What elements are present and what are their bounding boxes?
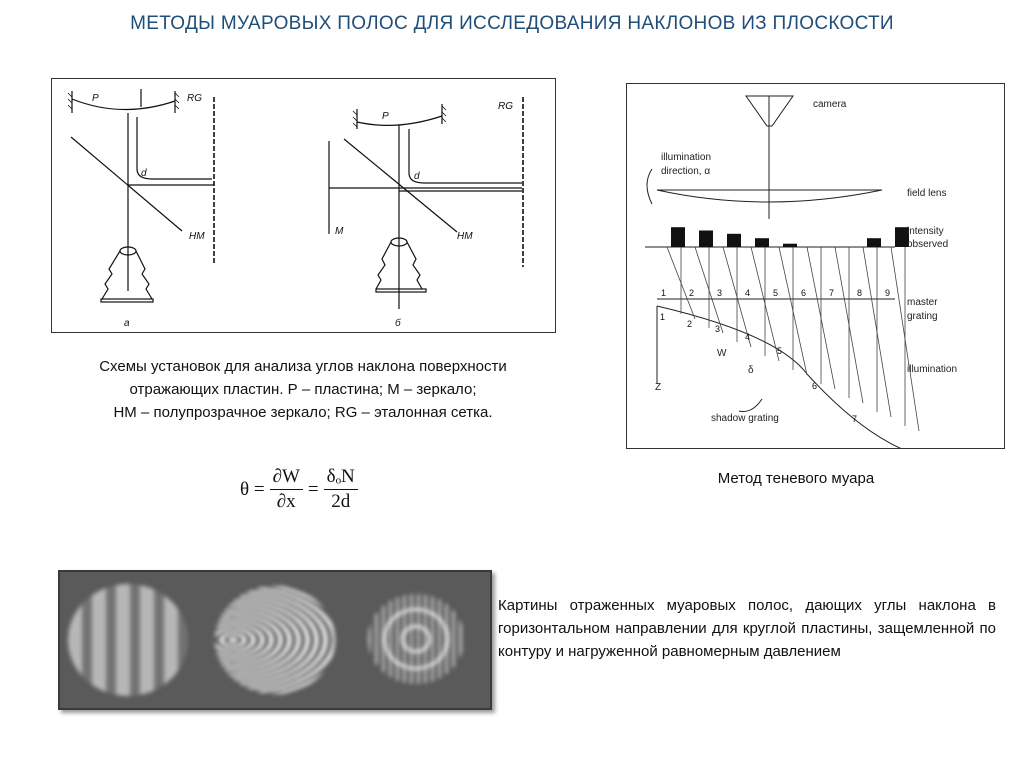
- label-p: P: [382, 111, 389, 122]
- formula-lhs: θ =: [240, 478, 265, 500]
- label-shadow-grating: shadow grating: [711, 413, 779, 424]
- moire-description: Картины отраженных муаровых полос, дающи…: [498, 597, 996, 660]
- moire-fringe-photo: [58, 570, 492, 710]
- master-grating-number: 8: [857, 288, 862, 298]
- numerator: δₒN: [323, 466, 358, 490]
- label-p: P: [92, 93, 99, 104]
- master-grating-number: 9: [885, 288, 890, 298]
- caption-line: НМ – полупрозрачное зеркало; RG – эталон…: [113, 404, 493, 421]
- master-grating-number: 7: [829, 288, 834, 298]
- label-rg: RG: [498, 101, 513, 112]
- label-d: d: [141, 168, 147, 179]
- label-a: а: [124, 318, 130, 329]
- label-d: d: [414, 171, 420, 182]
- label-intensity: intensity: [907, 226, 944, 237]
- shadow-grating-number: 6: [812, 381, 817, 391]
- label-w: W: [717, 348, 727, 359]
- intensity-bar: [867, 238, 881, 247]
- label-m: M: [335, 226, 344, 237]
- shadow-grating-number: 2: [687, 319, 692, 329]
- label-illumination-direction: illumination: [661, 152, 711, 163]
- shadow-grating-number: 7: [852, 414, 857, 424]
- setup-caption: Схемы установок для анализа углов наклон…: [40, 355, 566, 424]
- label-hm: HM: [457, 231, 473, 242]
- label-b: б: [395, 317, 401, 329]
- numerator: ∂W: [269, 466, 303, 490]
- label-z: Z: [655, 382, 661, 393]
- shadow-moire-schematic: 1 2 3 4 5 6 7 8 9 1 2 3 4 5 6 7 camera illumination dir…: [645, 95, 957, 450]
- shadow-grating-number: 4: [745, 332, 750, 342]
- caption-line: Схемы установок для анализа углов наклон…: [99, 358, 507, 375]
- label-field-lens: field lens: [907, 188, 946, 199]
- label-master-grating: grating: [907, 311, 938, 322]
- fraction-dw-dx: ∂W ∂x: [269, 466, 303, 513]
- label-camera: camera: [813, 99, 847, 110]
- slope-formula: θ = ∂W ∂x = δₒN 2d: [240, 466, 358, 513]
- intensity-bar: [727, 233, 741, 247]
- intensity-bar: [671, 227, 685, 247]
- setup-schematic: P RG d HM а P RG d HM M б: [67, 89, 524, 329]
- master-grating-number: 5: [773, 288, 778, 298]
- slide-title: МЕТОДЫ МУАРОВЫХ ПОЛОС ДЛЯ ИССЛЕДОВАНИЯ Н…: [130, 13, 894, 34]
- master-grating-number: 3: [717, 288, 722, 298]
- fraction-delta-n-2d: δₒN 2d: [323, 466, 358, 513]
- label-illumination-direction: direction, α: [661, 166, 710, 177]
- intensity-bar: [755, 238, 769, 247]
- master-grating-number: 6: [801, 288, 806, 298]
- intensity-bar: [783, 243, 797, 247]
- denominator: 2d: [331, 491, 351, 512]
- intensity-bar: [895, 227, 909, 247]
- master-grating-number: 2: [689, 288, 694, 298]
- master-grating-number: 4: [745, 288, 750, 298]
- shadow-grating-number: 3: [715, 324, 720, 334]
- master-grating-number: 1: [661, 288, 666, 298]
- shadow-grating-number: 1: [660, 312, 665, 322]
- label-illumination: illumination: [907, 364, 957, 375]
- caption-line: отражающих пластин. Р – пластина; М – зе…: [129, 381, 477, 398]
- denominator: ∂x: [276, 491, 296, 512]
- setup-diagram: P RG d HM а P RG d HM M б: [51, 78, 556, 333]
- label-delta: δ: [748, 365, 754, 376]
- shadow-moire-diagram: 1 2 3 4 5 6 7 8 9 1 2 3 4 5 6 7 camera illumination dir…: [626, 83, 1005, 450]
- label-intensity: observed: [907, 239, 948, 250]
- equals: =: [307, 478, 319, 500]
- label-hm: HM: [189, 231, 205, 242]
- shadow-moire-caption: Метод теневого муара: [717, 470, 875, 487]
- label-rg: RG: [187, 93, 202, 104]
- label-master-grating: master: [907, 297, 938, 308]
- shadow-grating-number: 5: [777, 346, 782, 356]
- intensity-bar: [699, 230, 713, 247]
